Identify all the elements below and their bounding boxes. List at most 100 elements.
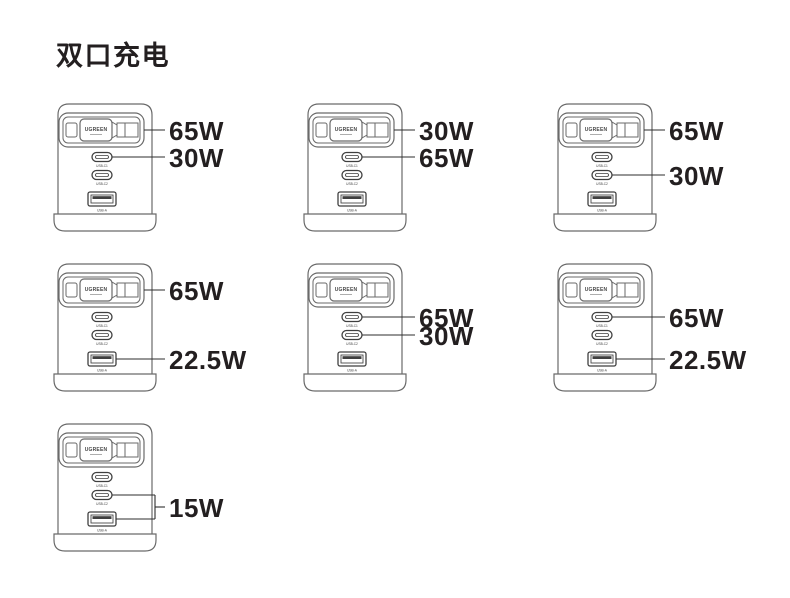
watt-label: 22.5W [169,345,247,375]
cable-taper [111,121,118,139]
charger-base [53,373,157,392]
port-label-c2: USB-C2 [96,182,108,186]
pointer-lines [112,494,165,520]
watt-label: 15W [169,493,224,523]
usb-a-port [587,351,617,367]
port-label-c1: USB-C1 [346,324,358,328]
charger-artwork: UGREEN USB-C1 USB-C2 [53,263,165,392]
brand-text: UGREEN [585,287,608,293]
port-label-c1: USB-C1 [596,164,608,168]
cable-taper [361,121,368,139]
slot-right-section [616,282,639,298]
cable-head [579,118,613,142]
charger-artwork: UGREEN USB-C1 USB-C2 [53,103,165,232]
watt-label: 22.5W [669,345,747,375]
watt-label: 65W [419,143,474,173]
cable-head [329,278,363,302]
usb-c1-port [91,471,113,483]
port-label-c2: USB-C2 [346,342,358,346]
watt-label: 30W [169,143,224,173]
charger-base [303,373,407,392]
slot-right-section [616,122,639,138]
pointer-lines [612,316,665,360]
cable-slot-inner [312,116,391,144]
usb-c1-port [91,311,113,323]
brand-text: UGREEN [335,127,358,133]
watt-label: 65W [169,276,224,306]
cable-slot-inner [562,276,641,304]
cable-slot-outer [308,272,395,308]
charger-base [553,213,657,232]
cable-head [329,118,363,142]
usb-c2-port [91,329,113,341]
port-label-a: USB-A [97,369,108,373]
charger-base [303,213,407,232]
port-label-c2: USB-C2 [596,182,608,186]
charger-body-group: UGREEN USB-C1 USB-C2 [553,263,657,392]
port-label-c2: USB-C2 [596,342,608,346]
cable-slot-inner [562,116,641,144]
charger-body-group: UGREEN USB-C1 USB-C2 [553,103,657,232]
brand-text: UGREEN [85,127,108,133]
charger-diagram: UGREEN USB-C1 USB-C2 [50,260,300,400]
usb-c1-port [341,151,363,163]
port-label-c2: USB-C2 [346,182,358,186]
watt-label: 30W [669,161,724,191]
cable-head [579,278,613,302]
cable-head [79,278,113,302]
charger-body [57,263,153,374]
cable-slot-inner [62,276,141,304]
charger-artwork: UGREEN USB-C1 USB-C2 [53,423,165,552]
usb-a-port [87,191,117,207]
brand-text: UGREEN [335,287,358,293]
port-label-a: USB-A [97,209,108,213]
port-label-c1: USB-C1 [96,324,108,328]
charger-body [557,103,653,214]
usb-c2-port [341,169,363,181]
cable-connector-tip [65,122,78,138]
charger-body-group: UGREEN USB-C1 USB-C2 [53,263,157,392]
usb-c2-port [341,329,363,341]
slot-right-section [366,282,389,298]
cable-slot-inner [312,276,391,304]
usb-a-port [587,191,617,207]
charger-artwork: UGREEN USB-C1 USB-C2 [303,103,415,232]
charger-base [553,373,657,392]
watt-label: 65W [419,303,474,333]
port-label-c2: USB-C2 [96,502,108,506]
cable-slot-inner [62,116,141,144]
slot-right-section [116,442,139,458]
cable-taper [361,281,368,299]
pointer-lines [116,289,165,360]
charger-body [307,103,403,214]
port-label-c1: USB-C1 [96,484,108,488]
charger-diagram: UGREEN USB-C1 USB-C2 [300,260,550,400]
page-title: 双口充电 [56,41,170,71]
usb-c1-port [91,151,113,163]
usb-a-port [337,351,367,367]
watt-label: 65W [669,116,724,146]
cable-taper [611,121,618,139]
charger-diagram: UGREEN USB-C1 USB-C2 [50,100,300,240]
cable-slot-outer [58,432,145,468]
usb-c2-port [91,169,113,181]
charger-artwork: UGREEN USB-C1 USB-C2 [553,103,665,232]
watt-label: 30W [419,321,474,351]
charger-base [53,533,157,552]
charger-body [57,103,153,214]
slot-right-section [116,282,139,298]
cable-taper [611,281,618,299]
cable-head [79,118,113,142]
cable-slot-inner [62,436,141,464]
cable-head [79,438,113,462]
usb-c1-port [341,311,363,323]
port-label-c2: USB-C2 [96,342,108,346]
cable-slot-outer [558,272,645,308]
charger-base [53,213,157,232]
slot-right-section [366,122,389,138]
watt-label: 65W [169,116,224,146]
port-label-c1: USB-C1 [596,324,608,328]
charger-body [57,423,153,534]
cable-connector-tip [315,282,328,298]
